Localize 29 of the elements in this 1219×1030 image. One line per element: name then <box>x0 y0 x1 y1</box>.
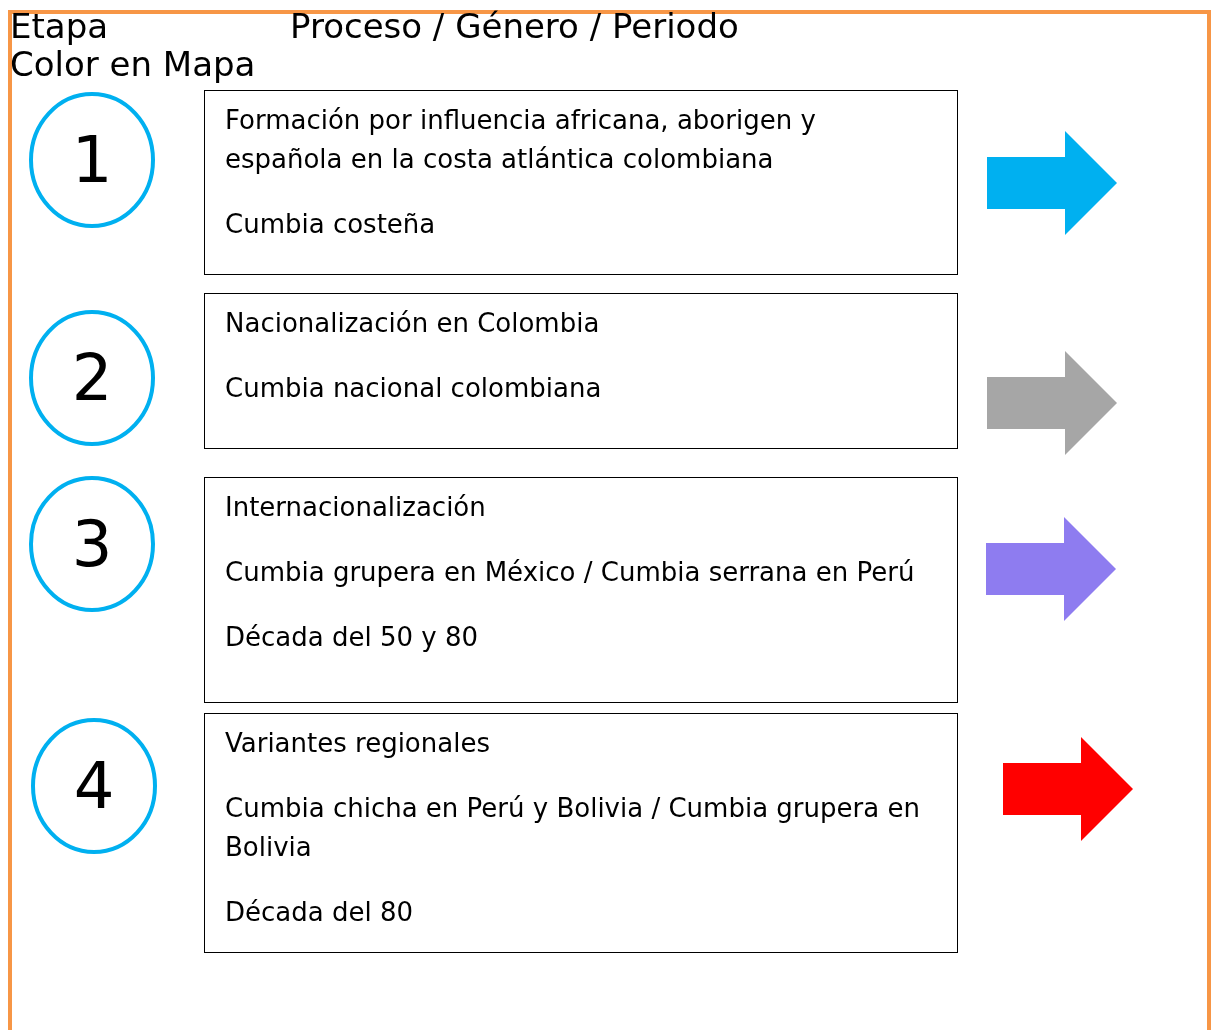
arrow-icon <box>987 351 1117 455</box>
genre-text: Cumbia grupera en México / Cumbia serrana en Perú <box>225 556 916 589</box>
column-heading: Proceso / Género / Periodo <box>290 6 739 46</box>
process-box <box>204 293 958 449</box>
process-box <box>204 713 958 953</box>
stage-number: 2 <box>70 340 114 417</box>
process-text: Nacionalización en Colombia <box>225 307 601 340</box>
stage-circle <box>31 718 157 854</box>
stage-number: 1 <box>70 122 114 199</box>
process-text: Formación por influencia africana, aborigen y española en la costa atlántica colombiana <box>225 104 817 176</box>
stage-circle <box>29 310 155 446</box>
genre-text: Cumbia chicha en Perú y Bolivia / Cumbia grupera en Bolivia <box>225 792 921 864</box>
process-box <box>204 477 958 703</box>
column-heading: Color en Mapa <box>10 44 256 84</box>
genre-text: Cumbia costeña <box>225 208 437 241</box>
process-box <box>204 90 958 275</box>
process-text: Variantes regionales <box>225 727 491 760</box>
arrow-icon <box>987 131 1117 235</box>
period-text: Década del 50 y 80 <box>225 621 480 654</box>
column-heading: Etapa <box>10 6 109 46</box>
arrow-icon <box>986 517 1116 621</box>
genre-text: Cumbia nacional colombiana <box>225 372 603 405</box>
period-text: Década del 80 <box>225 896 415 929</box>
arrow-icon <box>1003 737 1133 841</box>
stage-number: 3 <box>70 506 114 583</box>
stage-circle <box>29 92 155 228</box>
stage-number: 4 <box>72 748 116 825</box>
stage-circle <box>29 476 155 612</box>
process-text: Internacionalización <box>225 491 487 524</box>
